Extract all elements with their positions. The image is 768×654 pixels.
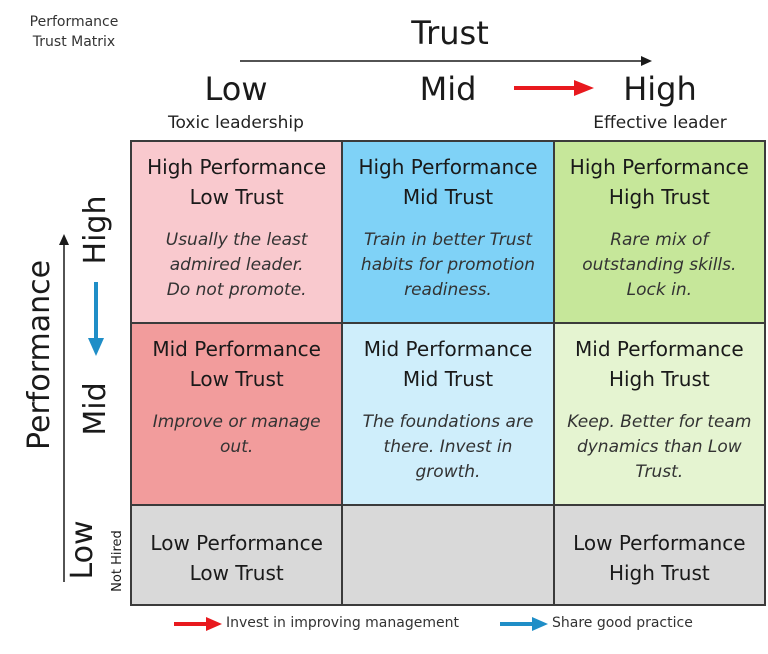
performance-level-high: High <box>78 195 113 265</box>
cell-desc-line-1: Keep. Better for team <box>567 412 752 432</box>
cell-desc-line-3: Do not promote. <box>166 280 307 300</box>
performance-trust-matrix: High Performance Low Trust Usually the l… <box>130 140 766 606</box>
cell-mid-performance-high-trust: Mid Performance High Trust Keep. Better … <box>554 324 764 504</box>
legend-blue-arrow <box>500 617 548 631</box>
red-direction-arrow <box>514 80 594 96</box>
cell-desc-line-1: Improve or manage <box>152 412 321 432</box>
cell-high-performance-high-trust: High Performance High Trust Rare mix of … <box>554 142 764 322</box>
cell-desc-line-2: there. Invest in <box>383 437 513 457</box>
cell-title-line-1: Low Performance <box>573 531 746 555</box>
not-hired-label: Not Hired <box>110 530 125 592</box>
corner-label-line-2: Trust Matrix <box>32 34 116 50</box>
legend-red-label: Invest in improving management <box>226 615 459 631</box>
cell-title-line-2: High Trust <box>608 561 710 585</box>
cell-high-performance-low-trust: High Performance Low Trust Usually the l… <box>132 142 342 322</box>
cell-desc-line-2: admired leader. <box>169 255 304 275</box>
cell-title-line-2: High Trust <box>608 185 710 209</box>
trust-level-high: High <box>623 70 697 108</box>
cell-title-line-1: Mid Performance <box>363 337 533 361</box>
cell-title-line-1: High Performance <box>358 155 538 179</box>
legend-blue-label: Share good practice <box>552 615 693 631</box>
corner-label-line-1: Performance <box>29 14 119 30</box>
cell-desc-line-3: Trust. <box>635 462 684 482</box>
trust-low-description: Toxic leadership <box>168 113 304 133</box>
cell-high-performance-mid-trust: High Performance Mid Trust Train in bett… <box>343 142 553 322</box>
cell-title-line-1: Mid Performance <box>152 337 321 361</box>
performance-level-low: Low <box>65 520 100 580</box>
blue-direction-arrow <box>88 282 104 356</box>
cell-desc-line-2: habits for promotion <box>360 255 536 275</box>
cell-desc-line-1: Rare mix of <box>610 230 709 250</box>
trust-axis-arrow <box>240 56 652 66</box>
cell-title-line-1: High Performance <box>569 155 749 179</box>
cell-desc-line-3: growth. <box>415 462 481 482</box>
cell-desc-line-2: out. <box>220 437 254 457</box>
cell-desc-line-2: dynamics than Low <box>576 437 742 457</box>
cell-title-line-2: Mid Trust <box>402 367 494 391</box>
trust-level-mid: Mid <box>419 70 477 108</box>
cell-desc-line-1: The foundations are <box>362 412 534 432</box>
cell-title-line-2: Low Trust <box>189 185 284 209</box>
cell-desc-line-1: Usually the least <box>165 230 308 250</box>
cell-title-line-2: Mid Trust <box>402 185 494 209</box>
cell-title-line-1: Mid Performance <box>575 337 744 361</box>
legend-red-arrow <box>174 617 222 631</box>
cell-desc-line-3: Lock in. <box>626 280 692 300</box>
cell-mid-performance-low-trust: Mid Performance Low Trust Improve or man… <box>132 324 342 504</box>
cell-low-performance-high-trust: Low Performance High Trust <box>554 506 764 604</box>
corner-label: Performance Trust Matrix <box>14 12 134 52</box>
cell-title-line-2: Low Trust <box>189 367 284 391</box>
cell-desc-line-1: Train in better Trust <box>363 230 533 250</box>
cell-title-line-2: High Trust <box>608 367 710 391</box>
cell-low-performance-low-trust: Low Performance Low Trust <box>132 506 342 604</box>
cell-title-line-2: Low Trust <box>189 561 284 585</box>
performance-axis-arrow <box>59 234 69 582</box>
trust-axis-title: Trust <box>411 14 489 52</box>
cell-desc-line-3: readiness. <box>404 280 492 300</box>
performance-axis-title: Performance <box>22 259 57 450</box>
cell-title-line-1: Low Performance <box>150 531 323 555</box>
cell-low-performance-mid-trust <box>343 506 553 604</box>
cell-desc-line-2: outstanding skills. <box>582 255 737 275</box>
cell-title-line-1: High Performance <box>147 155 327 179</box>
trust-high-description: Effective leader <box>593 113 727 133</box>
performance-level-mid: Mid <box>78 382 113 436</box>
trust-level-low: Low <box>204 70 268 108</box>
cell-mid-performance-mid-trust: Mid Performance Mid Trust The foundation… <box>343 324 553 504</box>
